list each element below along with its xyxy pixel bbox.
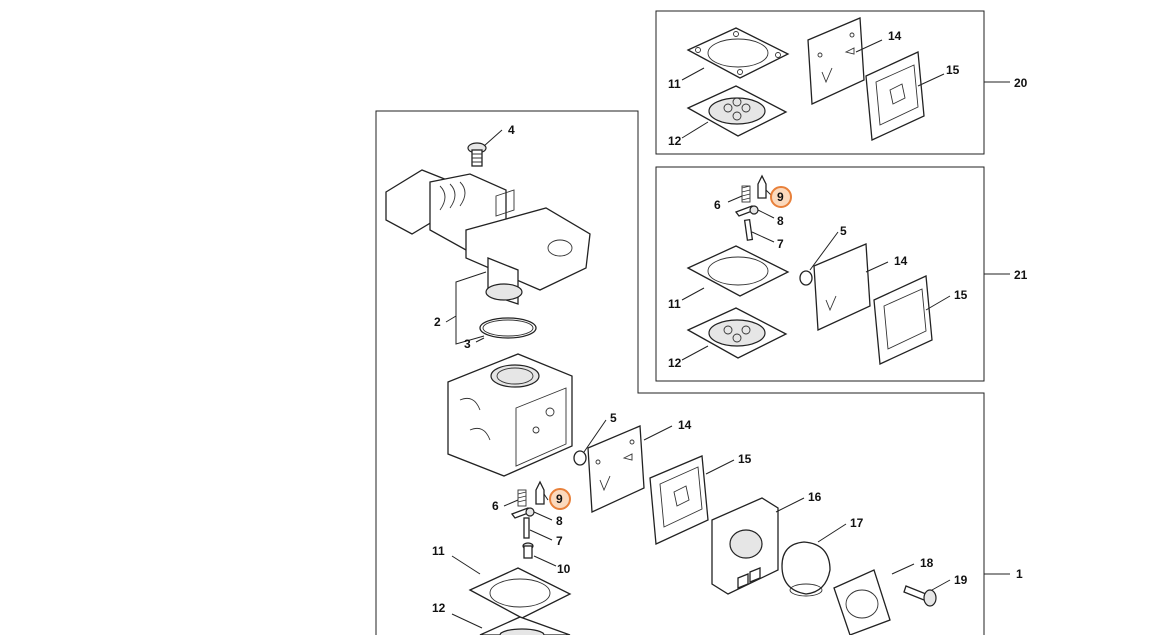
oring-3 [479, 317, 537, 339]
highlight-marker-main[interactable] [549, 488, 571, 510]
gasket-15 [649, 455, 709, 545]
gasket-11 [468, 567, 572, 619]
label-4[interactable]: 4 [508, 123, 515, 137]
label-5-kit21[interactable]: 5 [840, 224, 847, 238]
label-12[interactable]: 12 [432, 601, 446, 615]
label-12-kit20[interactable]: 12 [668, 134, 682, 148]
label-14-kit21[interactable]: 14 [894, 254, 908, 268]
flange-18 [833, 569, 891, 635]
throttle-housing-2 [385, 169, 591, 305]
label-8-kit21[interactable]: 8 [777, 214, 784, 228]
carburetor-body [447, 353, 573, 477]
oring-5 [573, 450, 587, 466]
label-7[interactable]: 7 [556, 534, 563, 548]
label-8[interactable]: 8 [556, 514, 563, 528]
needle-9 [535, 480, 545, 505]
kit21-lever-8 [734, 205, 759, 217]
label-21[interactable]: 21 [1014, 268, 1028, 282]
label-7-kit21[interactable]: 7 [777, 237, 784, 251]
kit20-diaphragm-12 [686, 85, 788, 137]
kit21-gasket-11 [686, 245, 790, 297]
leader-lines [445, 39, 1010, 629]
label-6[interactable]: 6 [492, 499, 499, 513]
kit21-gasket-15 [873, 275, 933, 365]
label-2[interactable]: 2 [434, 315, 441, 329]
label-20[interactable]: 20 [1014, 76, 1028, 90]
label-19[interactable]: 19 [954, 573, 968, 587]
label-1[interactable]: 1 [1016, 567, 1023, 581]
label-15[interactable]: 15 [738, 452, 752, 466]
label-14-kit20[interactable]: 14 [888, 29, 902, 43]
label-9-kit21[interactable]: 9 [777, 190, 784, 204]
gasket-14 [587, 425, 645, 513]
label-14[interactable]: 14 [678, 418, 692, 432]
kit20-gasket-11 [686, 27, 790, 79]
kit20-gasket-14 [807, 17, 865, 105]
kit21-oring-5 [799, 270, 813, 286]
screw-10 [522, 542, 534, 559]
main-assembly-frame [375, 110, 985, 635]
kit21-gasket-14 [813, 243, 871, 331]
label-5[interactable]: 5 [610, 411, 617, 425]
primer-bulb-17 [781, 541, 831, 597]
highlight-marker-kit21[interactable] [770, 186, 792, 208]
spring-6 [517, 489, 527, 507]
label-11[interactable]: 11 [432, 544, 445, 558]
label-18[interactable]: 18 [920, 556, 934, 570]
screw-19 [903, 585, 937, 607]
label-10[interactable]: 10 [557, 562, 571, 576]
label-3[interactable]: 3 [464, 337, 471, 351]
screw-4 [467, 142, 487, 167]
label-11-kit20[interactable]: 11 [668, 77, 681, 91]
kit21-pin-7 [743, 218, 754, 241]
label-15-kit21[interactable]: 15 [954, 288, 968, 302]
label-11-kit21[interactable]: 11 [668, 297, 681, 311]
lever-8 [510, 507, 535, 519]
label-12-kit21[interactable]: 12 [668, 356, 682, 370]
kit21-needle-9 [757, 174, 767, 199]
label-17[interactable]: 17 [850, 516, 864, 530]
label-16[interactable]: 16 [808, 490, 822, 504]
label-6-kit21[interactable]: 6 [714, 198, 721, 212]
kit21-spring-6 [741, 185, 751, 203]
kit20-gasket-15 [865, 51, 925, 141]
kit21-diaphragm-12 [686, 307, 788, 359]
label-15-kit20[interactable]: 15 [946, 63, 960, 77]
part-labels: 11 12 14 15 20 6 9 8 7 5 14 15 11 12 21 … [432, 29, 1028, 615]
diaphragm-12 [479, 616, 571, 635]
pin-7 [523, 517, 530, 539]
pump-cover-16 [711, 497, 779, 595]
label-9[interactable]: 9 [556, 492, 563, 506]
